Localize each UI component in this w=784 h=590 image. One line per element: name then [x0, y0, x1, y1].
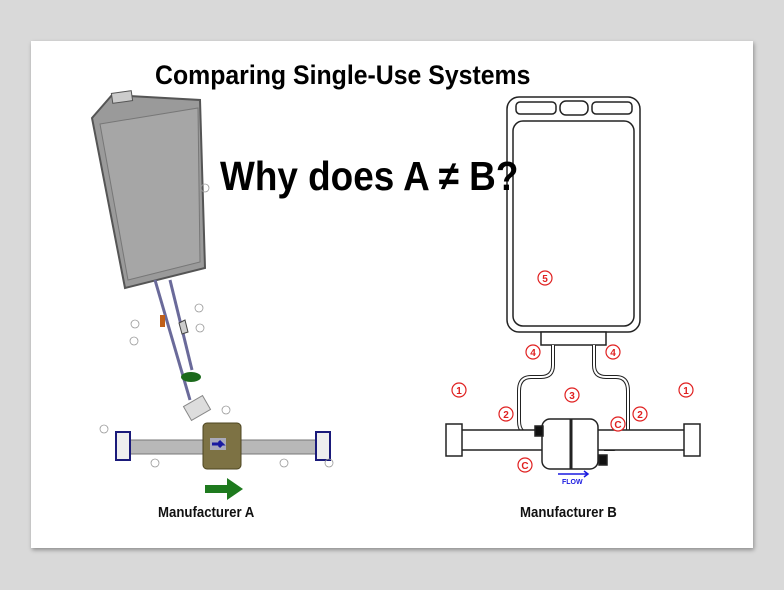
callout-c: C — [614, 420, 621, 431]
caption-manufacturer-a: Manufacturer A — [158, 504, 255, 521]
slide-question: Why does A ≠ B? — [220, 153, 519, 199]
callout-c: C — [521, 461, 528, 472]
flow-label: FLOW — [562, 479, 583, 486]
bag-b — [506, 96, 641, 333]
callout-2: 2 — [637, 410, 643, 421]
vent-filter — [181, 372, 201, 382]
callout-4: 4 — [530, 348, 536, 359]
callout-3: 3 — [569, 391, 575, 402]
manufacturer-a-diagram — [90, 90, 334, 500]
callout-1: 1 — [456, 386, 462, 397]
callouts-b: 5 4 4 3 1 1 2 2 C C FLOW — [451, 270, 694, 486]
caption-manufacturer-b: Manufacturer B — [520, 504, 617, 521]
callout-4: 4 — [610, 348, 616, 359]
flow-arrow-a — [205, 478, 243, 500]
slide-title: Comparing Single-Use Systems — [155, 60, 531, 90]
callout-1: 1 — [683, 386, 689, 397]
callout-5: 5 — [542, 274, 548, 285]
callout-2: 2 — [503, 410, 509, 421]
